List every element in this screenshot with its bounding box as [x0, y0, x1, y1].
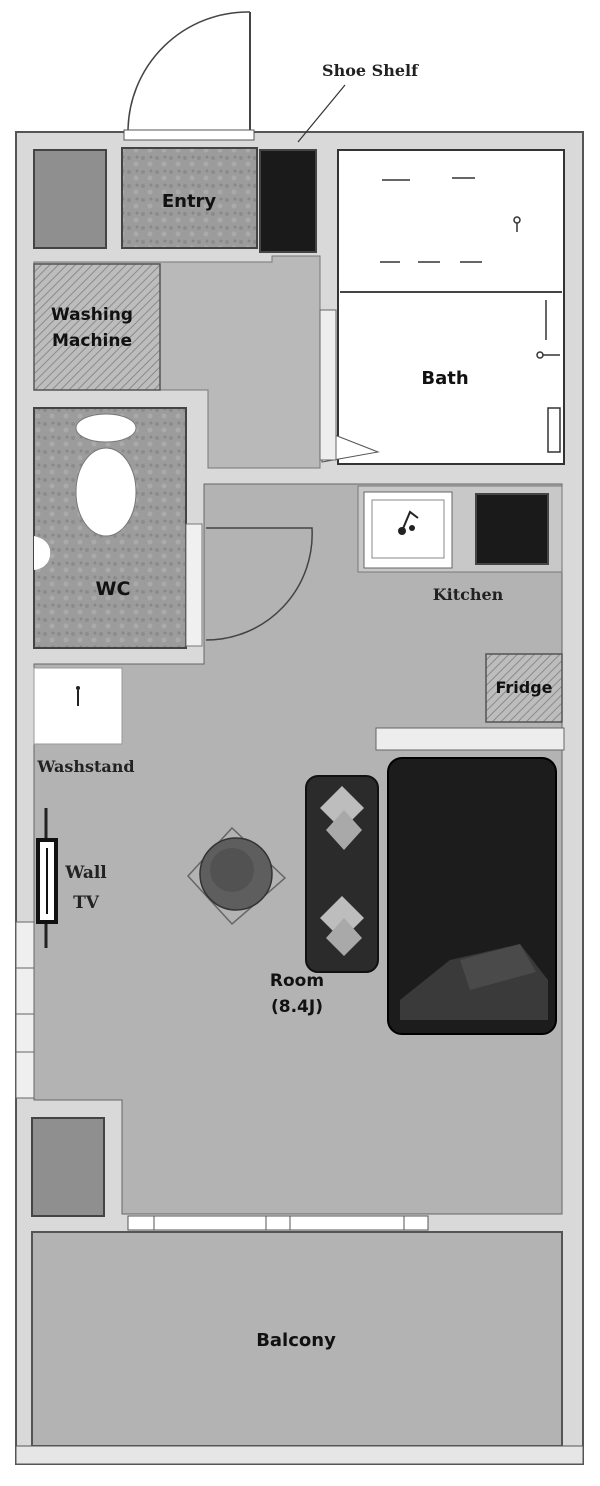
partition-wall — [375, 727, 565, 751]
bath-room — [337, 149, 565, 465]
entry-floor — [121, 147, 258, 249]
wc-label: WC — [96, 578, 131, 600]
storage-closet-bottom — [31, 1117, 105, 1217]
entry-label: Entry — [162, 191, 217, 212]
bath-label: Bath — [421, 368, 468, 389]
left-window — [15, 921, 35, 1099]
room-label-2: (8.4J) — [271, 997, 323, 1017]
wc-door-swing — [205, 527, 313, 641]
bed — [387, 757, 557, 1035]
kitchen-label: Kitchen — [433, 585, 504, 604]
balcony-label: Balcony — [256, 1330, 336, 1351]
wall-tv-icon — [36, 808, 58, 948]
fridge — [485, 653, 563, 723]
balcony-window — [127, 1215, 429, 1231]
toilet-icon — [34, 413, 137, 570]
sofa — [305, 775, 379, 973]
sink-icon — [363, 491, 453, 569]
shoe-shelf-label: Shoe Shelf — [322, 61, 419, 80]
room-label-1: Room — [270, 971, 324, 991]
stove-icon — [475, 493, 549, 565]
shoe-shelf-pointer — [297, 84, 346, 143]
washing-machine-label-2: Machine — [52, 331, 132, 351]
washstand-label: Washstand — [36, 757, 134, 776]
washing-machine — [33, 263, 161, 391]
balcony-floor — [31, 1231, 563, 1447]
washstand — [33, 667, 123, 745]
round-table — [186, 826, 287, 926]
storage-closet-top — [33, 149, 107, 249]
washing-machine-label-1: Washing — [51, 305, 133, 325]
wall-tv-label-2: TV — [73, 893, 100, 913]
fridge-label: Fridge — [495, 678, 552, 697]
entry-door — [123, 11, 255, 141]
wall-tv-label-1: Wall — [64, 863, 107, 883]
bath-fixtures — [380, 177, 561, 453]
shoe-shelf — [259, 149, 317, 253]
